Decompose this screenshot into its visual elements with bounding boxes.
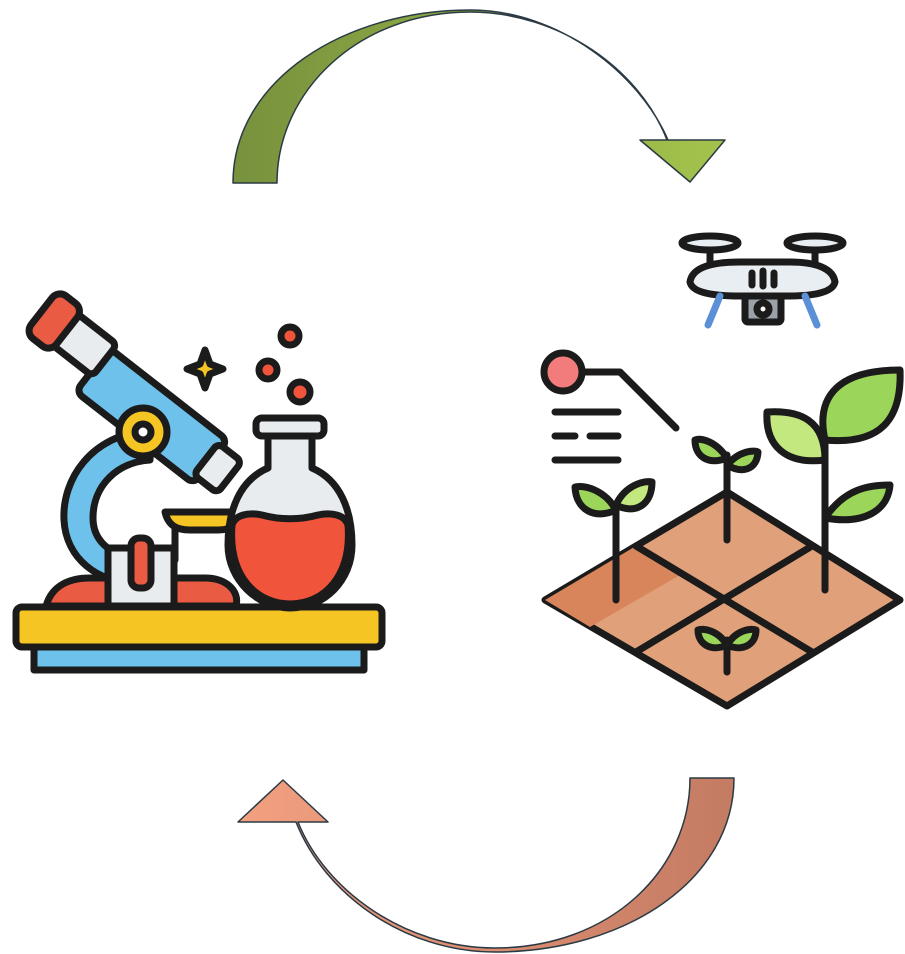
- drone-leg-left: [704, 292, 724, 329]
- tag-line: [578, 368, 680, 432]
- plant-medium: [691, 435, 762, 544]
- arrow-field-to-lab: [237, 777, 735, 953]
- leaf-large-left: [763, 408, 829, 465]
- arrow-field-to-lab-shape: [237, 777, 735, 953]
- data-tag-icon: [540, 349, 680, 464]
- microscope-knob-bar: [127, 534, 155, 592]
- plant-sprout: [694, 625, 760, 676]
- drone-icon: [678, 232, 847, 329]
- arrow-lab-to-field: [232, 9, 726, 184]
- leaf-large-bottom: [821, 481, 894, 524]
- leaf-medium-left: [691, 435, 731, 465]
- sprout-leaf-right: [723, 625, 760, 652]
- plant-left: [571, 478, 656, 604]
- microscope-focus-knob-center: [131, 420, 155, 444]
- leaf-large-top: [819, 366, 904, 445]
- arrow-lab-to-field-shape: [232, 9, 726, 184]
- bubble-1: [255, 357, 281, 383]
- flask-liquid: [228, 510, 352, 608]
- leaf-left-b: [612, 478, 656, 513]
- tag-dot: [540, 349, 586, 395]
- leaf-medium-right: [723, 447, 762, 474]
- drone-leg-right: [801, 292, 821, 329]
- leaf-left-a: [571, 483, 620, 518]
- lab-icon: [12, 290, 386, 674]
- soil-divider-2: [632, 542, 816, 656]
- sprout-leaf-left: [694, 625, 731, 652]
- plant-large: [763, 366, 904, 594]
- microscope-eyepiece: [25, 290, 119, 378]
- bubble-3: [286, 378, 314, 406]
- flask-rim: [252, 414, 328, 440]
- sparkle-icon: [183, 346, 227, 392]
- table-top: [12, 603, 386, 651]
- field-icon: [540, 232, 904, 710]
- bubble-2: [277, 323, 303, 349]
- drone-lens: [753, 299, 773, 319]
